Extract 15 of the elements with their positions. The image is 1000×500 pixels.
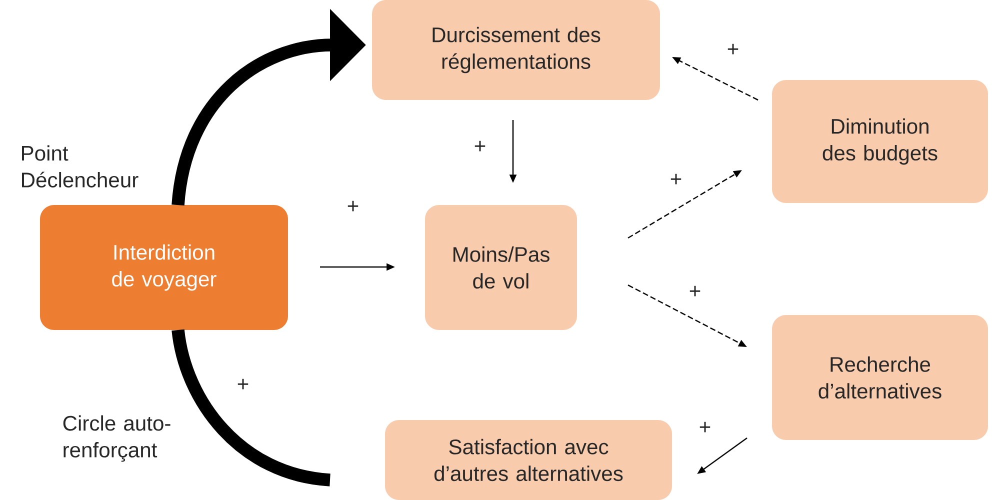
process-box: Recherche d’alternatives — [772, 315, 988, 440]
annotation-text: Circle auto-renforçant — [63, 415, 170, 462]
edge-label: + — [670, 174, 682, 184]
process-box: Durcissement des réglementations — [372, 0, 660, 100]
process-box: Satisfaction avec d’autres alternatives — [385, 420, 672, 500]
edge-label: + — [690, 286, 700, 296]
edge-label: + — [728, 44, 738, 54]
thick-curve — [172, 329, 331, 486]
edge-label: + — [474, 140, 486, 152]
edge-label: + — [238, 378, 248, 390]
edge-label: + — [700, 422, 710, 432]
process-box: Diminution des budgets — [772, 80, 988, 204]
process-box: Moins/Pas de vol — [425, 205, 577, 330]
edge-label: + — [348, 200, 358, 212]
process-box: Interdiction de voyager — [40, 205, 288, 330]
